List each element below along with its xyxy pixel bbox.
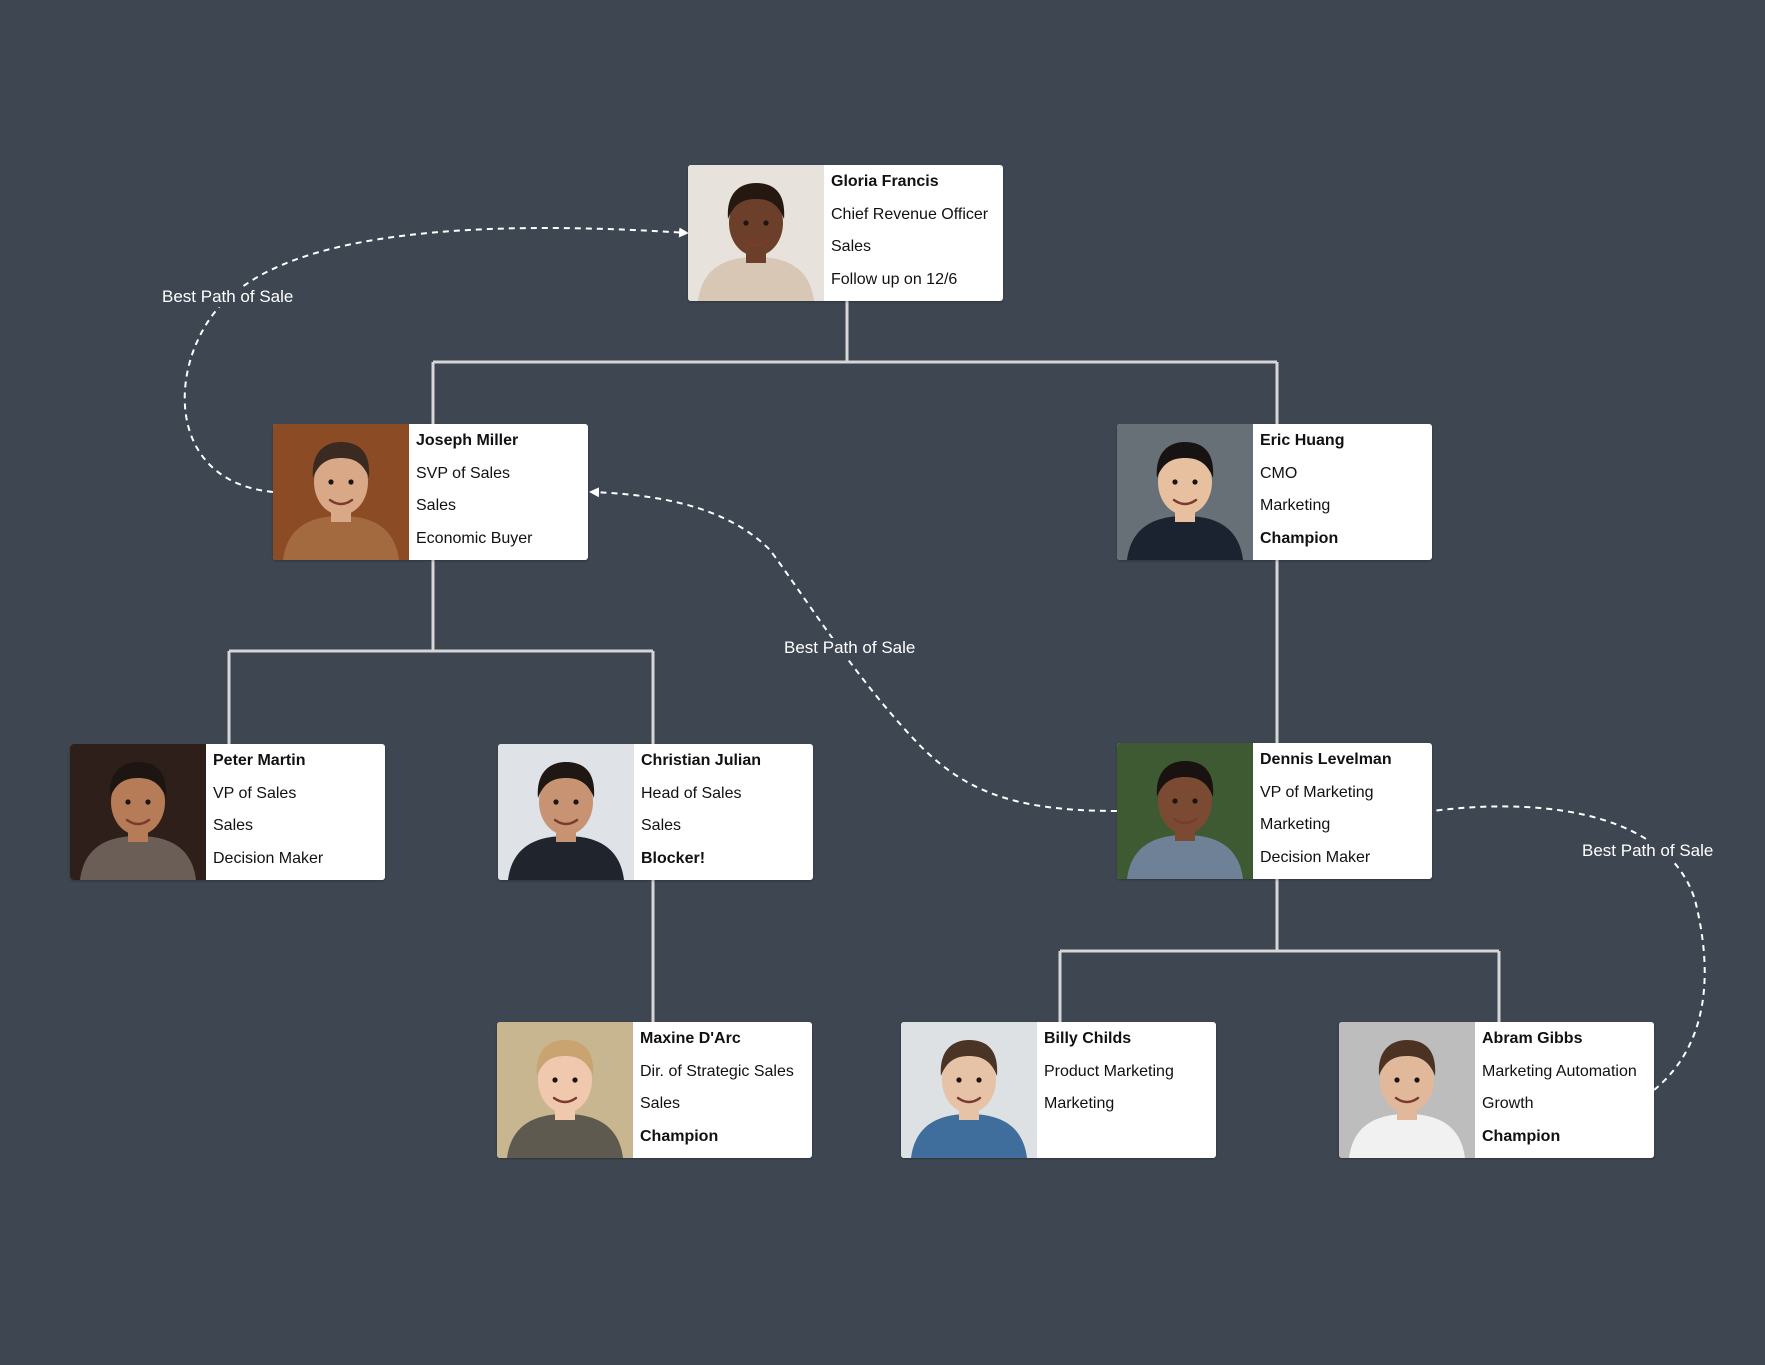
person-portrait [901,1022,1037,1158]
best-path-label: Best Path of Sale [780,638,920,658]
person-note: Follow up on 12/6 [831,270,958,288]
person-department: Marketing [1044,1095,1115,1112]
person-title: Head of Sales [641,784,742,802]
person-title: VP of Marketing [1260,783,1374,801]
person-name: Christian Julian [641,752,762,769]
person-department: Sales [640,1095,681,1112]
person-portrait [1117,424,1253,560]
person-name: Gloria Francis [831,173,939,190]
person-portrait [1339,1022,1475,1158]
person-name: Dennis Levelman [1260,751,1392,768]
person-title: Dir. of Strategic Sales [640,1062,794,1080]
best-path-dennis-to-joseph [589,487,1118,812]
person-card[interactable]: Gloria Francis Chief Revenue Officer Sal… [688,165,1003,301]
person-department: Sales [641,817,682,834]
person-title: Product Marketing [1044,1062,1174,1080]
person-card[interactable]: Dennis Levelman VP of Marketing Marketin… [1117,743,1432,879]
best-path-label: Best Path of Sale [158,287,298,307]
avatar [901,1022,1037,1158]
person-portrait [688,165,824,301]
person-department: Sales [213,817,254,834]
avatar [498,744,634,880]
person-note: Champion [1482,1127,1561,1145]
person-title: Marketing Automation [1482,1062,1637,1080]
avatar [70,744,206,880]
person-portrait [497,1022,633,1158]
person-name: Abram Gibbs [1482,1030,1583,1047]
person-portrait [70,744,206,880]
avatar [688,165,824,301]
person-department: Marketing [1260,816,1331,833]
person-name: Joseph Miller [416,432,519,449]
person-department: Sales [831,238,872,255]
person-note: Champion [1260,529,1339,547]
person-title: SVP of Sales [416,464,510,482]
person-note: Decision Maker [213,849,324,867]
person-department: Growth [1482,1095,1534,1112]
avatar [497,1022,633,1158]
person-title: CMO [1260,464,1298,482]
person-card[interactable]: Peter Martin VP of Sales Sales Decision … [70,744,385,880]
person-portrait [273,424,409,560]
person-department: Marketing [1260,497,1331,514]
person-note: Champion [640,1127,719,1145]
person-portrait [498,744,634,880]
person-title: Chief Revenue Officer [831,205,989,223]
avatar [1117,424,1253,560]
person-card[interactable]: Abram Gibbs Marketing Automation Growth … [1339,1022,1654,1158]
person-card[interactable]: Eric Huang CMO Marketing Champion [1117,424,1432,560]
person-department: Sales [416,497,457,514]
person-note: Decision Maker [1260,848,1371,866]
person-name: Maxine D'Arc [640,1030,741,1047]
person-note [1044,1126,1216,1159]
connector-joseph-to-reports [227,560,655,744]
best-path-label: Best Path of Sale [1578,841,1718,861]
person-card[interactable]: Joseph Miller SVP of Sales Sales Economi… [273,424,588,560]
person-note: Economic Buyer [416,529,533,547]
best-path-joseph-to-gloria [183,226,689,493]
person-name: Eric Huang [1260,432,1345,449]
person-name: Peter Martin [213,752,306,769]
person-name: Billy Childs [1044,1030,1132,1047]
avatar [1339,1022,1475,1158]
person-portrait [1117,743,1253,879]
avatar [1117,743,1253,879]
person-card[interactable]: Maxine D'Arc Dir. of Strategic Sales Sal… [497,1022,812,1158]
person-card[interactable]: Christian Julian Head of Sales Sales Blo… [498,744,813,880]
connector-gloria-to-reports [431,301,1279,424]
person-title: VP of Sales [213,784,297,802]
person-note: Blocker! [641,849,706,867]
connector-dennis-to-reports [1058,879,1501,1022]
avatar [273,424,409,560]
person-card[interactable]: Billy Childs Product Marketing Marketing [901,1022,1216,1158]
